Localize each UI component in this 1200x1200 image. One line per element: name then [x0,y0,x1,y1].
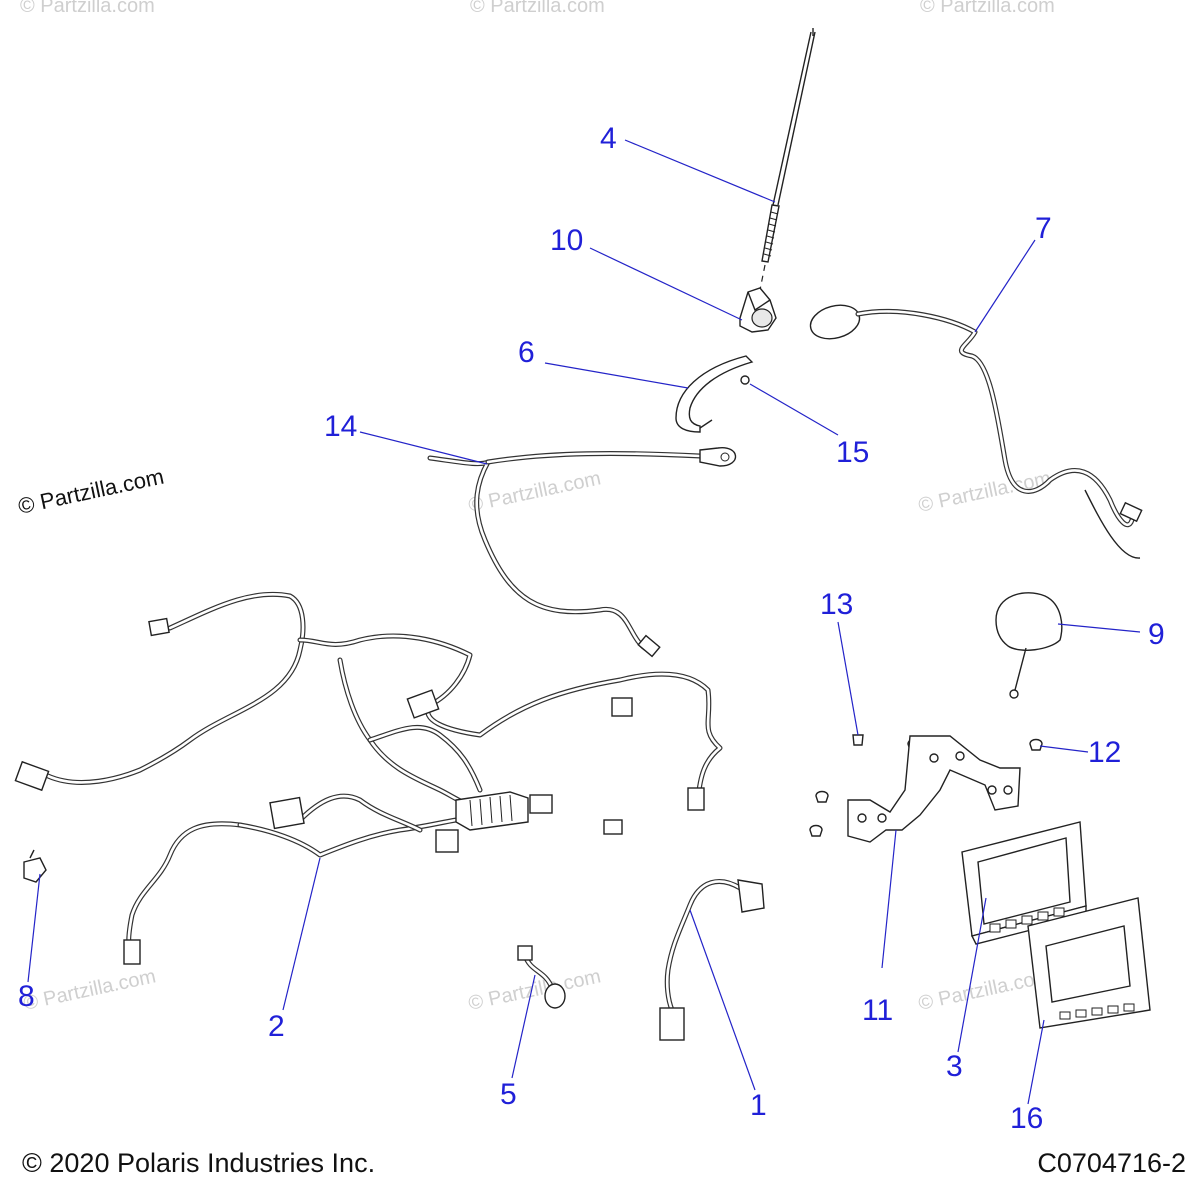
watermark: © Partzilla.com [466,467,602,517]
screw-part-12[interactable] [1029,738,1043,751]
screw-icon [809,824,823,837]
screw-part-13[interactable] [852,734,864,746]
callout-8[interactable]: 8 [18,980,35,1013]
sensor-part-8[interactable] [23,849,47,883]
watermark: © Partzilla.com [470,0,605,17]
callout-9[interactable]: 9 [1148,618,1165,651]
lead-harness-part-1[interactable] [659,879,765,1041]
callout-6[interactable]: 6 [518,336,535,369]
callout-5[interactable]: 5 [500,1078,517,1111]
display-bezel-part-16[interactable] [1027,897,1151,1029]
watermark: © Partzilla.com [920,0,1055,17]
leader-lines [27,139,1141,1105]
callout-13[interactable]: 13 [820,588,853,621]
antenna-mast-part-4[interactable] [761,28,816,263]
callout-12[interactable]: 12 [1088,736,1121,769]
nut-part-15[interactable] [740,375,750,385]
callout-10[interactable]: 10 [550,224,583,257]
screw-icon [815,790,829,803]
callout-2[interactable]: 2 [268,1010,285,1043]
watermark: © Partzilla.com [466,965,602,1015]
gps-antenna-part-9[interactable] [995,592,1063,699]
mount-strap-part-6[interactable] [675,355,754,433]
watermark: © Partzilla.com [916,965,1052,1015]
callout-4[interactable]: 4 [600,122,617,155]
callout-7[interactable]: 7 [1035,212,1052,245]
callout-1[interactable]: 1 [750,1089,767,1122]
callout-11[interactable]: 11 [862,994,893,1027]
copyright-text: © 2020 Polaris Industries Inc. [22,1148,376,1178]
watermark: © Partzilla.com [20,0,155,17]
connector-part-5[interactable] [517,945,566,1009]
diagram-code: C0704716-2 [1037,1148,1186,1178]
antenna-cable-part-7[interactable] [807,300,1143,559]
watermarks: © Partzilla.com © Partzilla.com © Partzi… [20,0,1055,1015]
callout-16[interactable]: 16 [1010,1102,1043,1135]
main-harness-part-2[interactable] [14,591,723,965]
callout-15[interactable]: 15 [836,436,869,469]
display-unit-part-3[interactable] [961,821,1087,945]
partzilla-credit: © Partzilla.com [16,464,166,519]
callouts: 4 10 6 7 14 15 9 13 12 8 2 5 1 11 3 16 [18,122,1165,1135]
display-bracket-part-11[interactable] [847,735,1021,843]
callout-3[interactable]: 3 [946,1050,963,1083]
antenna-base-part-10[interactable] [739,287,777,333]
callout-14[interactable]: 14 [324,410,357,443]
watermark: © Partzilla.com [21,965,157,1015]
